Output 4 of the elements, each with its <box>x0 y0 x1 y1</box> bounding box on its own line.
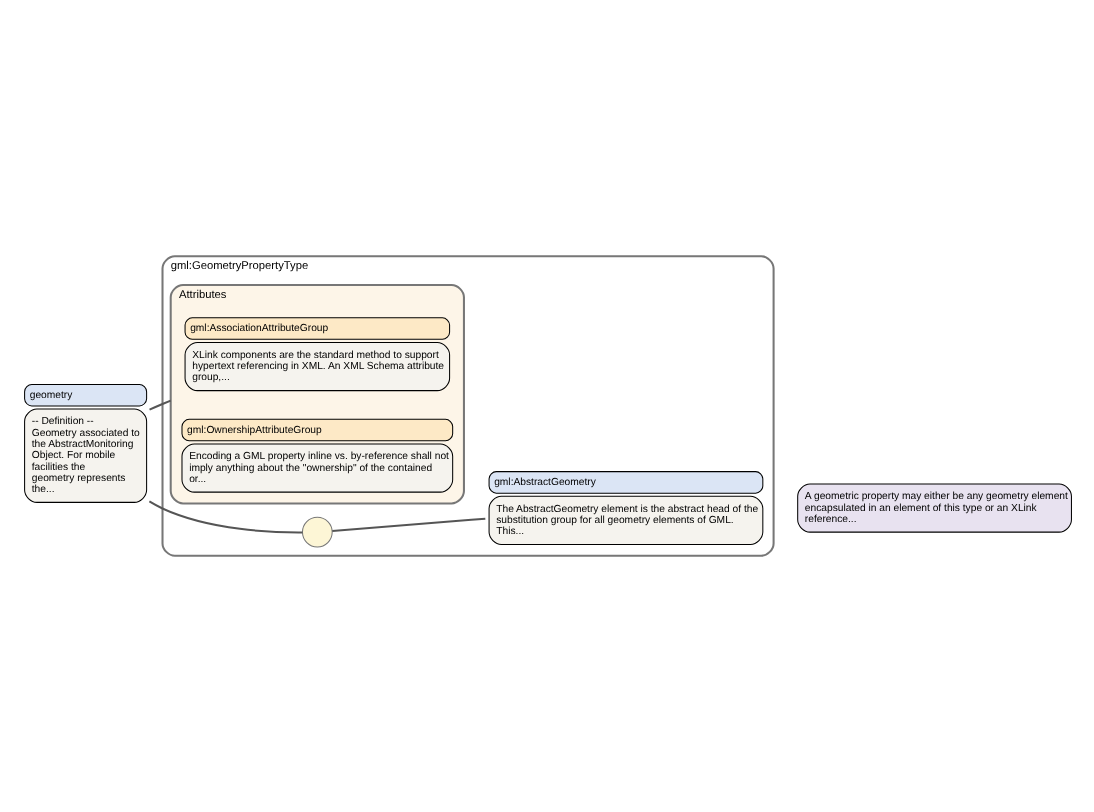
connector <box>148 500 303 534</box>
connector <box>332 517 486 533</box>
node-circle <box>301 516 333 548</box>
connector <box>149 399 172 411</box>
